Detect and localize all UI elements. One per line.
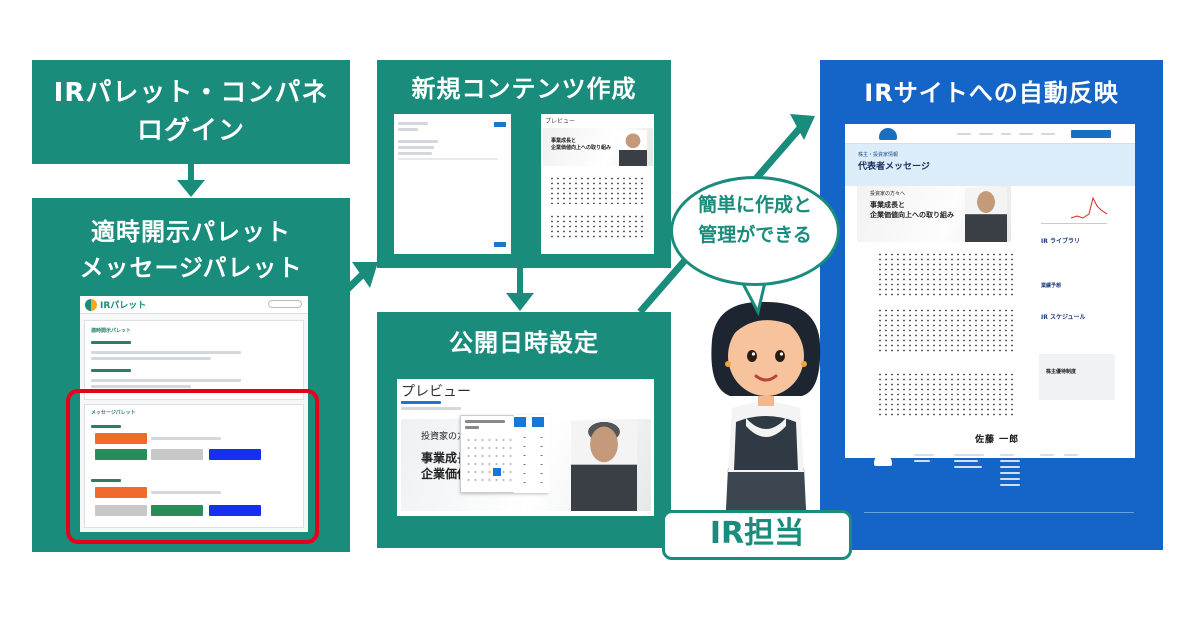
preview-hero-line1: 事業成長と bbox=[551, 138, 577, 144]
ir-site-schedule: IR スケジュール bbox=[1041, 314, 1086, 321]
ceo-photo-large bbox=[571, 421, 637, 511]
preview-hero: 事業成長と 企業価値向上への取り組み bbox=[543, 128, 653, 166]
palette-create-button-2 bbox=[95, 487, 147, 498]
ir-site-signature: 佐藤 一郎 bbox=[975, 435, 1020, 445]
ceo-photo-ir bbox=[965, 188, 1007, 242]
ir-site-library: IR ライブラリ bbox=[1041, 238, 1080, 245]
palette-disabled-button-2 bbox=[95, 505, 147, 516]
staff-vest bbox=[734, 416, 798, 470]
ir-site-hero-line1: 事業成長と bbox=[870, 201, 905, 209]
preview-label: プレビュー bbox=[545, 118, 576, 125]
speech-line-2: 管理ができる bbox=[698, 224, 812, 246]
schedule-screenshot: プレビュー 投資家の方々 事業成長 企業価値 bbox=[397, 379, 654, 516]
ceo-photo bbox=[619, 130, 647, 166]
ir-site-logo-icon bbox=[879, 128, 897, 140]
schedule-hero-small: 投資家の方々 bbox=[421, 432, 476, 442]
ir-site-benefit: 株主優待制度 bbox=[1046, 369, 1077, 375]
palette-edit-button bbox=[95, 449, 147, 460]
speech-bubble-text: 簡単に作成と 管理ができる bbox=[670, 190, 840, 250]
ir-site-hero bbox=[857, 186, 1011, 242]
ir-stock-chart bbox=[1041, 188, 1108, 224]
ir-site-screenshot bbox=[845, 124, 1135, 458]
highlight-frame bbox=[66, 389, 319, 544]
ir-site-footer bbox=[864, 450, 1134, 518]
preview-hero-line2: 企業価値向上への取り組み bbox=[551, 145, 612, 151]
palette-panel-disclosure: 適時開示パレット bbox=[84, 320, 304, 400]
speech-line-1: 簡単に作成と bbox=[697, 194, 812, 216]
time-picker bbox=[514, 415, 550, 493]
speech-bubble bbox=[670, 176, 840, 286]
palette-panel-message: メッセージパレット bbox=[84, 404, 304, 528]
schedule-hero: 投資家の方々 事業成長 企業価値 bbox=[401, 419, 651, 511]
step-irsite-title: IRサイトへの自動反映 bbox=[864, 79, 1119, 107]
palette-website-button-2 bbox=[209, 505, 261, 516]
palette-section-disclosure: 適時開示パレット bbox=[91, 328, 132, 334]
ir-palette-logo-icon bbox=[85, 299, 97, 311]
editor-screenshot bbox=[394, 114, 511, 254]
palette-header: IRパレット bbox=[80, 296, 308, 314]
step-login: IRパレット・コンパネ ログイン bbox=[32, 60, 350, 164]
step-palette-title: 適時開示パレット メッセージパレット bbox=[79, 218, 303, 282]
ir-site-nav bbox=[845, 124, 1135, 144]
ir-site-forecast: 業績予想 bbox=[1041, 283, 1062, 289]
ir-site-band-small: 株主・投資家情報 bbox=[858, 152, 899, 158]
schedule-preview-label: プレビュー bbox=[401, 384, 471, 400]
palette-screenshot: IRパレット 適時開示パレット メッセージパレット bbox=[80, 296, 308, 532]
ir-footer-logo-icon bbox=[874, 454, 892, 466]
schedule-hero-line1: 事業成長 bbox=[421, 451, 470, 465]
palette-logo-text: IRパレット bbox=[100, 301, 147, 311]
calendar-grid bbox=[465, 436, 515, 486]
role-label: IR担当 bbox=[662, 510, 852, 560]
step-create-title: 新規コンテンツ作成 bbox=[411, 75, 637, 103]
staff-face bbox=[728, 316, 804, 396]
ir-site-band-title: 代表者メッセージ bbox=[858, 162, 930, 172]
selected-date bbox=[493, 468, 501, 476]
palette-website-button bbox=[209, 449, 261, 460]
palette-disabled-button bbox=[151, 449, 203, 460]
ir-site-hero-text: 投資家の方々へ bbox=[870, 191, 906, 197]
palette-search-input bbox=[268, 300, 302, 308]
palette-create-button bbox=[95, 433, 147, 444]
preview-screenshot: プレビュー 事業成長と 企業価値向上への取り組み bbox=[541, 114, 654, 254]
ir-site-page-band bbox=[845, 144, 1135, 186]
schedule-hero-line2: 企業価値 bbox=[421, 467, 470, 481]
palette-edit-button-2 bbox=[151, 505, 203, 516]
step-schedule-title: 公開日時設定 bbox=[449, 329, 599, 357]
ir-site-hero-line2: 企業価値向上への取り組み bbox=[870, 211, 954, 219]
step-login-title: IRパレット・コンパネ ログイン bbox=[53, 78, 329, 146]
palette-section-message: メッセージパレット bbox=[91, 410, 136, 416]
